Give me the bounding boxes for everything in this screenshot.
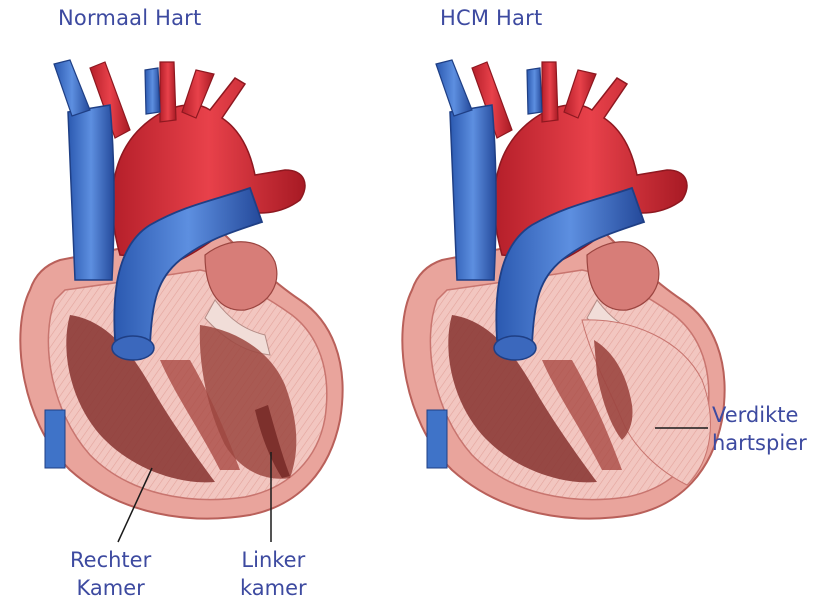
verdikte-hartspier-label: Verdikte hartspier	[712, 401, 807, 457]
rechter-kamer-line1: Rechter	[70, 546, 151, 574]
linker-kamer-line1: Linker	[240, 546, 307, 574]
hcm-heart	[402, 60, 724, 519]
rechter-kamer-line2: Kamer	[70, 574, 151, 602]
linker-kamer-label: Linker kamer	[240, 546, 307, 602]
verdikte-hartspier-line2: hartspier	[712, 429, 807, 457]
linker-kamer-line2: kamer	[240, 574, 307, 602]
verdikte-hartspier-line1: Verdikte	[712, 401, 807, 429]
normal-heart	[20, 60, 342, 519]
rechter-kamer-label: Rechter Kamer	[70, 546, 151, 602]
